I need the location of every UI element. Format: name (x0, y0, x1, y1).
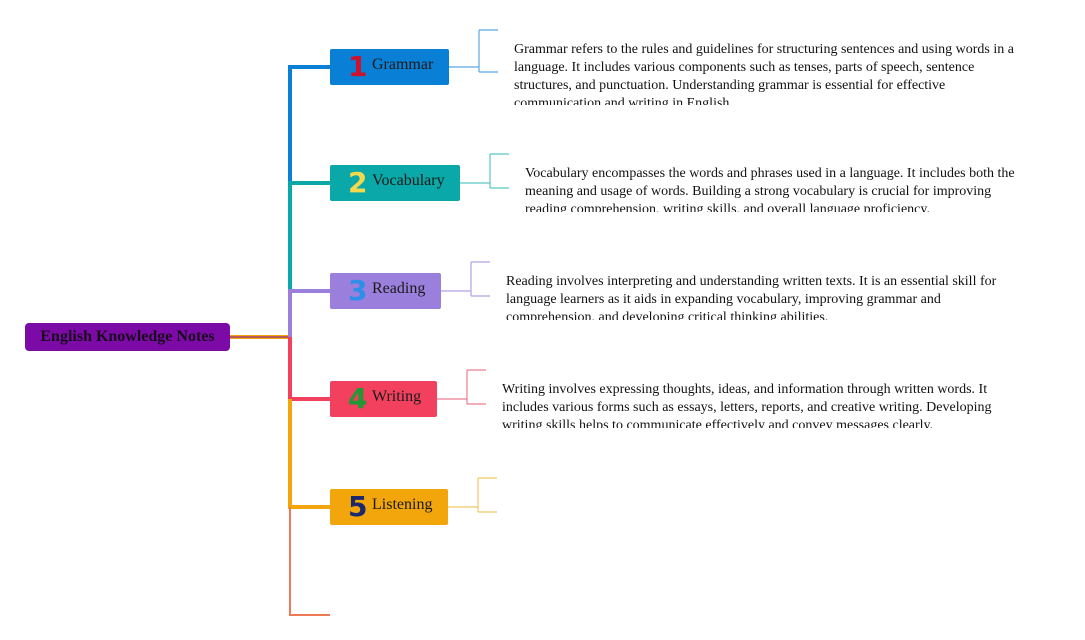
number-badge: 4 (348, 382, 368, 415)
topic-grammar[interactable]: 1 Grammar (330, 49, 449, 85)
topic-label: Grammar (372, 56, 434, 73)
number-badge: 3 (348, 274, 368, 307)
description-listening (514, 489, 1009, 536)
number-badge: 5 (348, 490, 368, 523)
description-vocabulary: Vocabulary encompasses the words and phr… (525, 166, 1015, 212)
topic-label: Listening (372, 496, 433, 513)
topic-label: Reading (372, 280, 426, 297)
description-writing: Writing involves expressing thoughts, id… (502, 382, 992, 428)
topic-label: Vocabulary (372, 172, 445, 189)
root-label: English Knowledge Notes (40, 328, 215, 345)
topic-vocabulary[interactable]: 2 Vocabulary (330, 165, 460, 201)
number-badge: 1 (348, 50, 368, 83)
description-grammar: Grammar refers to the rules and guidelin… (514, 42, 1014, 105)
topic-writing[interactable]: 4 Writing (330, 381, 437, 417)
number-badge: 2 (348, 166, 368, 199)
topic-reading[interactable]: 3 Reading (330, 273, 441, 309)
topic-label: Writing (372, 388, 422, 405)
description-reading: Reading involves interpreting and unders… (506, 274, 997, 320)
topic-listening[interactable]: 5 Listening (330, 489, 448, 525)
root-node[interactable]: English Knowledge Notes (25, 323, 230, 351)
